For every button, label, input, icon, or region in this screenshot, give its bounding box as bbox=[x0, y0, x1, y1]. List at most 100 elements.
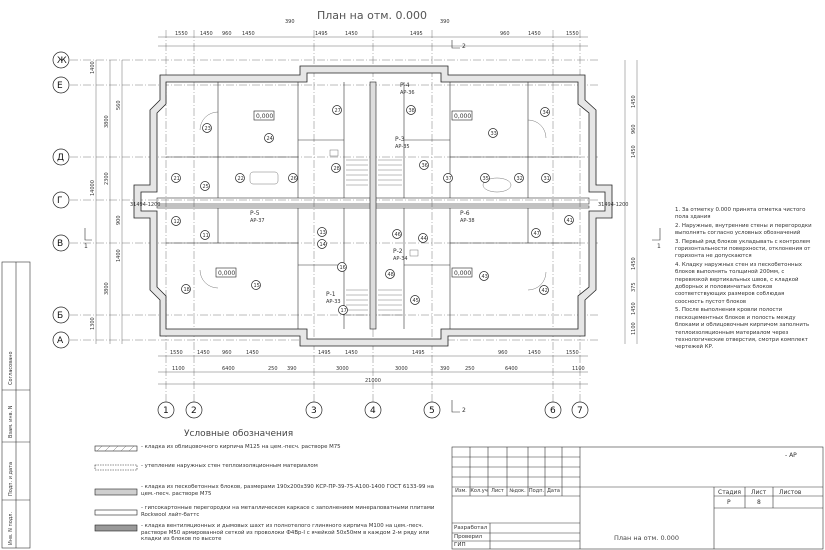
svg-text:1100: 1100 bbox=[172, 366, 185, 372]
svg-text:Р-4: Р-4 bbox=[400, 82, 410, 89]
svg-text:1400: 1400 bbox=[90, 61, 96, 74]
sheet-label: Лист bbox=[751, 489, 767, 496]
left-dimension-chain: 1400 3800 560 2300 900 1400 3800 1300 14… bbox=[90, 60, 123, 344]
svg-text:22: 22 bbox=[238, 176, 244, 182]
level-marks: 0,000 0,000 0,000 0,000 bbox=[215, 110, 473, 278]
svg-text:37: 37 bbox=[446, 176, 452, 182]
svg-text:375: 375 bbox=[631, 282, 637, 292]
svg-text:Б: Б bbox=[57, 311, 63, 321]
svg-text:16: 16 bbox=[340, 265, 346, 271]
svg-text:Р-1: Р-1 bbox=[326, 291, 336, 298]
legend-item: - кладка из облицовочного кирпича М125 н… bbox=[141, 444, 341, 450]
svg-text:390: 390 bbox=[285, 19, 295, 25]
svg-text:1450: 1450 bbox=[528, 350, 541, 356]
svg-text:Д: Д bbox=[57, 153, 64, 163]
svg-text:18: 18 bbox=[184, 287, 190, 293]
svg-text:38: 38 bbox=[409, 108, 415, 114]
svg-text:1450: 1450 bbox=[242, 31, 255, 37]
side-stamp: Согласовано Взам. инв. N Подп. и дата Ин… bbox=[1, 261, 31, 549]
svg-text:560: 560 bbox=[116, 100, 122, 110]
title-block-frame bbox=[451, 446, 824, 550]
note-item: 5. После выполнения кровли полости песко… bbox=[675, 307, 810, 351]
svg-text:3800: 3800 bbox=[104, 115, 110, 128]
svg-text:Р-2: Р-2 bbox=[393, 248, 403, 255]
svg-text:11: 11 bbox=[203, 233, 209, 239]
col-data: Дата bbox=[547, 488, 560, 494]
svg-text:390: 390 bbox=[440, 366, 450, 372]
svg-text:28: 28 bbox=[334, 166, 340, 172]
svg-text:46: 46 bbox=[395, 232, 401, 238]
svg-text:1: 1 bbox=[163, 406, 169, 416]
svg-text:31494-1200: 31494-1200 bbox=[130, 202, 160, 208]
svg-text:1450: 1450 bbox=[631, 145, 637, 158]
svg-text:4: 4 bbox=[370, 406, 376, 416]
svg-text:Г: Г bbox=[57, 196, 63, 206]
svg-text:12: 12 bbox=[174, 219, 180, 225]
svg-text:Е: Е bbox=[57, 81, 63, 91]
svg-text:АР-36: АР-36 bbox=[400, 90, 415, 96]
svg-text:1450: 1450 bbox=[200, 31, 213, 37]
legend-item: - утепление наружных стен теплоизоляцион… bbox=[141, 463, 318, 469]
svg-text:7: 7 bbox=[577, 406, 583, 416]
svg-text:Р-6: Р-6 bbox=[460, 210, 470, 217]
svg-text:960: 960 bbox=[222, 350, 232, 356]
svg-text:17: 17 bbox=[341, 308, 347, 314]
stage-value: Р bbox=[727, 499, 731, 506]
col-podp: Подп. bbox=[528, 488, 545, 494]
note-item: 4. Кладку наружных стен из пескобетонных… bbox=[675, 261, 802, 305]
sheet-title: План на отм. 0.000 bbox=[614, 534, 680, 542]
svg-text:АР-35: АР-35 bbox=[395, 144, 410, 150]
svg-text:250: 250 bbox=[268, 366, 278, 372]
legend-symbols bbox=[94, 445, 138, 532]
svg-text:34: 34 bbox=[543, 110, 549, 116]
stair-top bbox=[346, 159, 402, 186]
notes-panel: 1. За отметку 0.000 принята отметка чист… bbox=[675, 207, 813, 352]
stack-labels: Р-4 АР-36 Р-3 АР-35 Р-5 АР-37 Р-6 АР-38 … bbox=[130, 82, 628, 305]
svg-text:36: 36 bbox=[422, 163, 428, 169]
svg-text:23: 23 bbox=[205, 126, 211, 132]
svg-text:0,000: 0,000 bbox=[454, 113, 471, 120]
building-walls bbox=[133, 65, 613, 347]
svg-text:1300: 1300 bbox=[90, 317, 96, 330]
svg-text:АР-33: АР-33 bbox=[326, 299, 341, 305]
legend-title: Условные обозначения bbox=[184, 429, 294, 439]
svg-text:1550: 1550 bbox=[175, 31, 188, 37]
svg-text:0,000: 0,000 bbox=[218, 270, 235, 277]
svg-text:6400: 6400 bbox=[505, 366, 518, 372]
svg-text:31: 31 bbox=[544, 176, 550, 182]
svg-text:1450: 1450 bbox=[631, 257, 637, 270]
svg-text:48: 48 bbox=[388, 272, 394, 278]
drawing-title: План на отм. 0.000 bbox=[317, 9, 427, 22]
svg-text:45: 45 bbox=[413, 298, 419, 304]
role-gip: ГИП bbox=[454, 542, 466, 548]
svg-text:2: 2 bbox=[462, 43, 466, 50]
svg-text:3800: 3800 bbox=[104, 282, 110, 295]
svg-text:Подп. и дата: Подп. и дата bbox=[8, 462, 14, 496]
svg-text:1450: 1450 bbox=[528, 31, 541, 37]
svg-text:3000: 3000 bbox=[336, 366, 349, 372]
svg-text:5: 5 bbox=[429, 406, 435, 416]
svg-text:В: В bbox=[57, 239, 63, 249]
svg-text:1: 1 bbox=[84, 243, 88, 250]
svg-text:31494-1200: 31494-1200 bbox=[598, 202, 628, 208]
svg-text:1100: 1100 bbox=[572, 366, 585, 372]
svg-text:42: 42 bbox=[542, 288, 548, 294]
svg-text:А: А bbox=[57, 336, 64, 346]
note-item: 2. Наружные, внутренние стены и перегоро… bbox=[675, 222, 812, 237]
svg-text:1450: 1450 bbox=[246, 350, 259, 356]
svg-text:27: 27 bbox=[335, 108, 341, 114]
svg-text:33: 33 bbox=[491, 131, 497, 137]
svg-text:390: 390 bbox=[287, 366, 297, 372]
svg-text:1550: 1550 bbox=[170, 350, 183, 356]
svg-text:1550: 1550 bbox=[566, 350, 579, 356]
sheets-label: Листов bbox=[779, 489, 802, 496]
svg-text:1495: 1495 bbox=[318, 350, 331, 356]
svg-text:3000: 3000 bbox=[395, 366, 408, 372]
svg-text:960: 960 bbox=[500, 31, 510, 37]
svg-text:Р-5: Р-5 bbox=[250, 210, 260, 217]
svg-text:3: 3 bbox=[311, 406, 317, 416]
svg-text:1450: 1450 bbox=[345, 350, 358, 356]
row-axis-markers: Ж Е Д Г В Б А bbox=[52, 51, 70, 349]
svg-text:Р-3: Р-3 bbox=[395, 136, 405, 143]
